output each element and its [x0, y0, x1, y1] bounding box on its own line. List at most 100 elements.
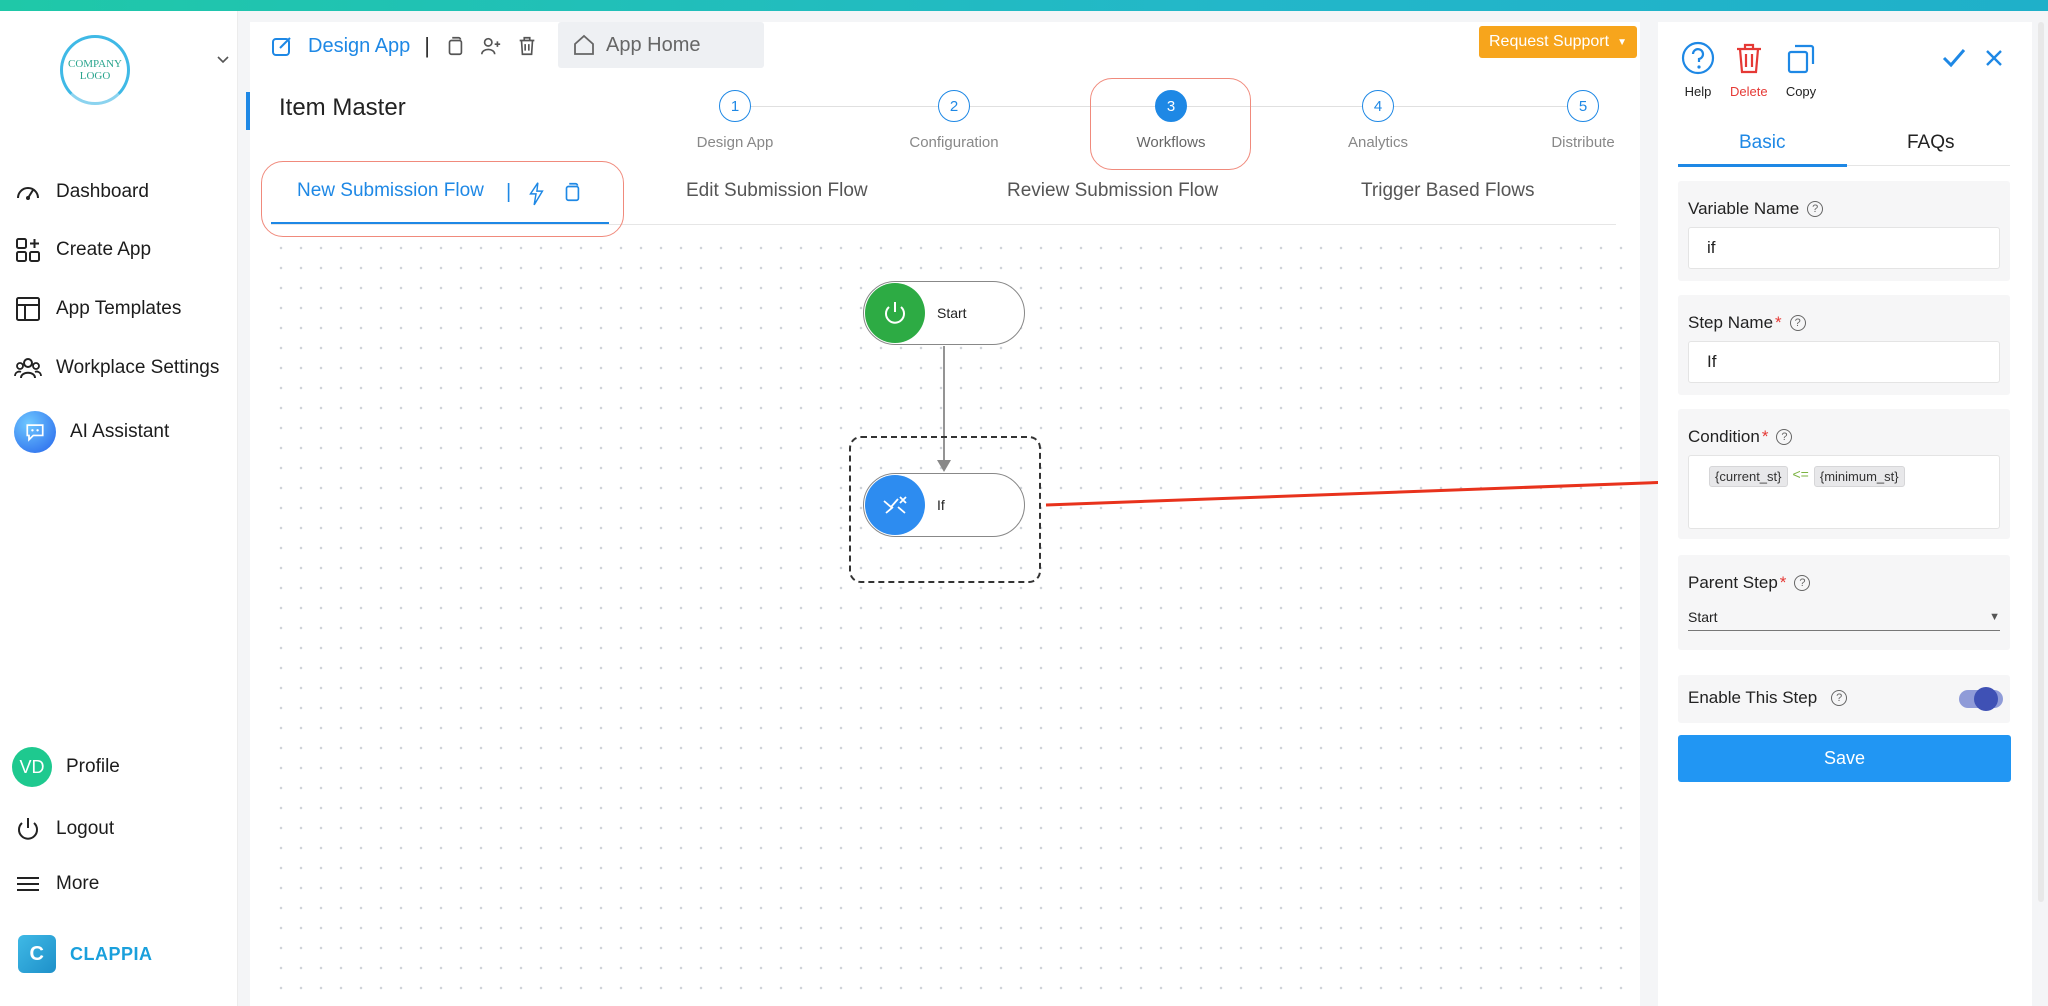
copy-icon[interactable] [444, 35, 466, 57]
copy-button[interactable]: Copy [1783, 40, 1819, 99]
sidebar-item-create-app[interactable]: Create App [14, 236, 151, 264]
tab-faqs[interactable]: FAQs [1907, 132, 1955, 153]
step-number: 5 [1567, 90, 1599, 122]
hamburger-icon [17, 877, 39, 891]
help-icon[interactable]: ? [1807, 201, 1824, 217]
caret-down-icon: ▼ [1617, 36, 1627, 48]
users-gear-icon [14, 358, 42, 379]
delete-button[interactable]: Delete [1730, 40, 1768, 99]
sidebar-item-app-templates[interactable]: App Templates [14, 295, 181, 323]
tab-design-label: Design App [308, 34, 411, 57]
help-button[interactable]: Help [1680, 40, 1716, 99]
step-number: 4 [1362, 90, 1394, 122]
selected-value: Start [1688, 608, 1718, 625]
step-number: 3 [1155, 90, 1187, 122]
split-icon [865, 475, 925, 535]
tab-review-submission-flow[interactable]: Review Submission Flow [1007, 180, 1219, 201]
toggle-knob[interactable] [1974, 687, 1998, 711]
field-label-wrap: Step Name * ? [1688, 313, 1806, 333]
sidebar-item-logout[interactable]: Logout [14, 815, 114, 843]
field-label-wrap: Condition * ? [1688, 427, 1793, 447]
clappia-logo-icon: C [18, 935, 56, 973]
sidebar-item-ai-assistant[interactable]: AI Assistant [14, 411, 169, 453]
close-icon[interactable] [1982, 46, 2006, 70]
help-circle-icon [1681, 41, 1715, 75]
tab-edit-submission-flow[interactable]: Edit Submission Flow [686, 180, 868, 201]
check-icon[interactable] [1940, 44, 1968, 72]
condition-field: Condition * ? {current_st} <= {minimum_s… [1678, 409, 2010, 539]
step-label: Configuration [909, 134, 999, 151]
node-label: If [937, 497, 945, 513]
condition-variable-chip[interactable]: {minimum_st} [1813, 466, 1905, 487]
field-label: Enable This Step [1688, 688, 1818, 707]
power-icon [865, 283, 925, 343]
step-name-field: Step Name * ? If [1678, 295, 2010, 395]
if-node[interactable]: If [863, 473, 1025, 537]
copy-icon [1787, 44, 1815, 74]
step-number: 1 [719, 90, 751, 122]
tab-app-home[interactable]: App Home [558, 22, 764, 68]
sidebar-item-label: Dashboard [56, 181, 149, 202]
condition-variable-chip[interactable]: {current_st} [1709, 466, 1788, 487]
step-name-input[interactable]: If [1688, 341, 2000, 383]
save-button[interactable]: Save [1678, 735, 2011, 782]
action-label: Help [1684, 84, 1712, 99]
field-label: Step Name [1688, 313, 1774, 332]
sidebar-item-profile[interactable]: VD Profile [12, 747, 120, 787]
grid-plus-icon [16, 238, 40, 262]
brand-logo: C CLAPPIA [18, 935, 153, 973]
tab-trigger-based-flows[interactable]: Trigger Based Flows [1361, 180, 1535, 201]
help-icon[interactable]: ? [1794, 575, 1811, 591]
tab-new-submission-flow[interactable]: New Submission Flow [297, 180, 484, 201]
step-distribute[interactable]: 5 Distribute [1508, 90, 1658, 151]
active-panel-tab-underline [1678, 164, 1847, 167]
lightning-icon[interactable] [525, 178, 547, 206]
field-label: Parent Step [1688, 573, 1778, 592]
sidebar-item-label: Create App [56, 239, 152, 260]
step-design-app[interactable]: 1 Design App [660, 90, 810, 151]
page-title: Item Master [279, 94, 406, 121]
sidebar-item-dashboard[interactable]: Dashboard [14, 178, 149, 206]
sidebar-item-more[interactable]: More [14, 870, 99, 898]
sidebar-item-label: App Templates [56, 298, 182, 319]
workflows-highlight-outline [1090, 78, 1251, 170]
add-user-icon[interactable] [480, 35, 502, 57]
variable-name-input[interactable]: if [1688, 227, 2000, 269]
chevron-down-icon[interactable] [216, 52, 230, 66]
parent-step-field: Parent Step * ? Start ▼ [1678, 555, 2010, 650]
step-workflows[interactable]: 3 Workflows [1096, 90, 1246, 151]
condition-editor[interactable]: {current_st} <= {minimum_st} [1688, 455, 2000, 529]
help-icon[interactable]: ? [1789, 315, 1806, 331]
tab-home-label: App Home [606, 33, 701, 56]
parent-step-select[interactable]: Start ▼ [1688, 603, 2000, 631]
node-label: Start [937, 305, 967, 321]
trash-icon[interactable] [516, 35, 538, 57]
power-icon [18, 818, 38, 840]
action-label: Copy [1785, 84, 1817, 99]
sidebar-item-workplace-settings[interactable]: Workplace Settings [14, 354, 219, 382]
home-icon [574, 34, 594, 55]
sidebar-item-label: AI Assistant [70, 421, 170, 442]
request-support-button[interactable]: Request Support ▼ [1479, 26, 1637, 58]
help-icon[interactable]: ? [1831, 690, 1848, 706]
tab-design-app[interactable]: Design App | [270, 24, 538, 68]
company-logo[interactable]: COMPANY LOGO [60, 35, 130, 105]
field-label-wrap: Parent Step * ? [1688, 573, 1811, 593]
workflow-canvas[interactable] [271, 238, 1636, 1006]
step-analytics[interactable]: 4 Analytics [1303, 90, 1453, 151]
ai-chat-icon [14, 411, 56, 453]
field-label-wrap: Enable This Step ? [1688, 688, 1848, 708]
divider: | [506, 180, 512, 203]
scrollbar[interactable] [2038, 22, 2044, 902]
new-flow-highlight-outline [261, 161, 624, 237]
title-accent [246, 92, 250, 130]
help-icon[interactable]: ? [1776, 429, 1793, 445]
tab-basic[interactable]: Basic [1739, 132, 1786, 153]
step-label: Workflows [1136, 134, 1206, 151]
action-label: Delete [1730, 84, 1768, 99]
step-configuration[interactable]: 2 Configuration [879, 90, 1029, 151]
condition-operator: <= [1792, 466, 1809, 482]
start-node[interactable]: Start [863, 281, 1025, 345]
variable-name-field: Variable Name ? if [1678, 181, 2010, 281]
copy-icon[interactable] [561, 181, 583, 203]
